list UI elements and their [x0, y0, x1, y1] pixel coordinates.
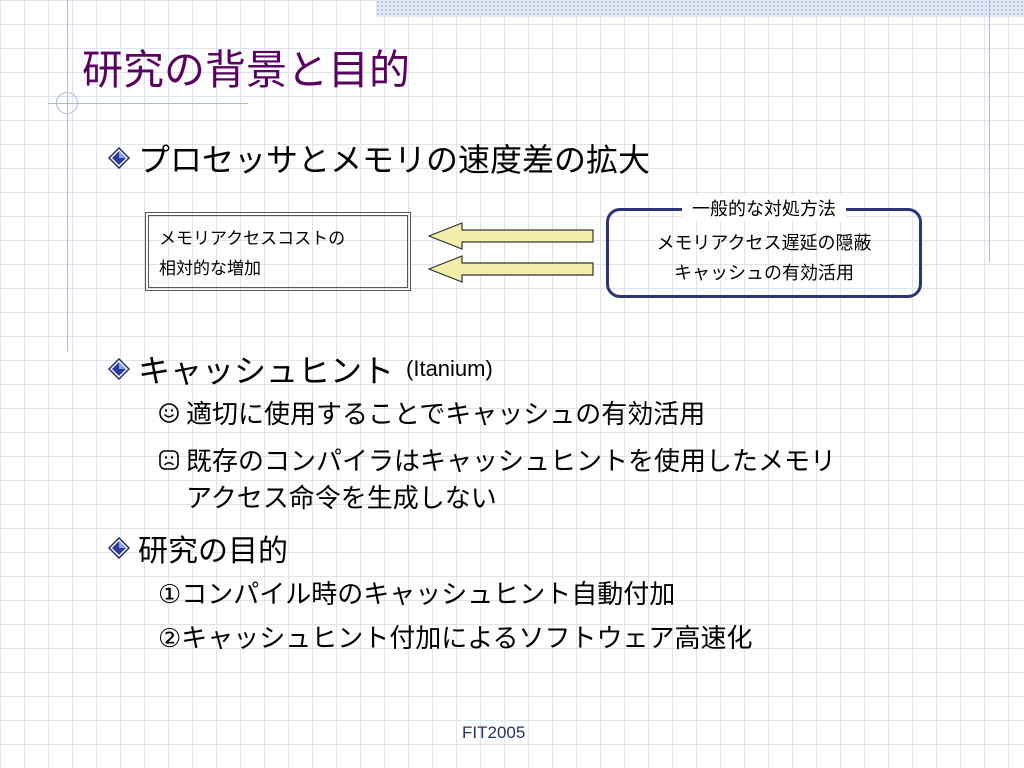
right-guide-line [989, 0, 990, 262]
page-title: 研究の背景と目的 [82, 46, 410, 94]
countermeasure-line2: キャッシュの有効活用 [674, 263, 854, 284]
bullet-cache-hint: キャッシュヒント (Itanium) [108, 346, 493, 392]
bullet-text: キャッシュヒント [138, 352, 395, 390]
left-arrow-icon [428, 255, 594, 283]
sub-point-negative: 既存のコンパイラはキャッシュヒントを使用したメモリ [158, 441, 836, 478]
bullet-suffix: (Itanium) [406, 356, 493, 381]
common-countermeasure-box: 一般的な対処方法 メモリアクセス遅延の隠蔽 キャッシュの有効活用 [606, 195, 922, 298]
top-decor-band [376, 0, 1024, 17]
crosshair-icon [56, 92, 78, 114]
frown-icon [159, 449, 179, 470]
left-arrow-icon [428, 222, 594, 250]
smiley-icon [159, 402, 179, 423]
sub-point-negative-continued: アクセス命令を生成しない [186, 484, 497, 514]
countermeasure-line1: メモリアクセス遅延の隠蔽 [656, 233, 872, 254]
bullet-text: プロセッサとメモリの速度差の拡大 [138, 141, 651, 179]
purpose-item-2: ②キャッシュヒント付加によるソフトウェア高速化 [158, 624, 753, 654]
purpose-item-1: ①コンパイル時のキャッシュヒント自動付加 [158, 580, 676, 610]
memory-cost-box: メモリアクセスコストの 相対的な増加 [145, 212, 411, 291]
footer-text: FIT2005 [462, 723, 526, 742]
memory-cost-line1: メモリアクセスコストの [159, 229, 346, 249]
left-guide-line [67, 0, 68, 352]
title-underline [48, 103, 248, 104]
sub-point-text: 既存のコンパイラはキャッシュヒントを使用したメモリ [186, 447, 837, 477]
sub-point-text: 適切に使用することでキャッシュの有効活用 [186, 400, 706, 430]
diamond-bullet-icon [108, 537, 130, 559]
diamond-bullet-icon [108, 147, 130, 169]
bullet-speed-gap: プロセッサとメモリの速度差の拡大 [108, 135, 650, 181]
sub-point-positive: 適切に使用することでキャッシュの有効活用 [158, 394, 705, 431]
bullet-research-purpose: 研究の目的 [108, 526, 288, 570]
memory-cost-line2: 相対的な増加 [159, 259, 261, 279]
countermeasure-label: 一般的な対処方法 [682, 195, 846, 221]
bullet-text: 研究の目的 [138, 534, 288, 569]
diamond-bullet-icon [108, 358, 130, 380]
